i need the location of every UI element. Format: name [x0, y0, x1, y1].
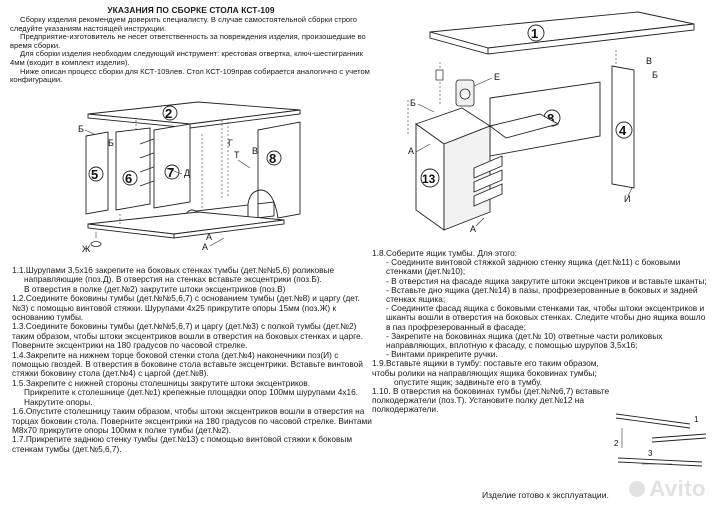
label-8: 8 — [269, 151, 276, 166]
document-title: УКАЗАНИЯ ПО СБОРКЕ СТОЛА КСТ-109 — [107, 5, 275, 15]
step-1-6: 1.6.Опустите столешницу таким образом, ч… — [12, 406, 372, 435]
label-7: 7 — [167, 165, 174, 180]
label-1: 1 — [531, 26, 538, 41]
avito-watermark: Avito — [629, 476, 706, 502]
part-6 — [115, 127, 151, 211]
label-6: 6 — [125, 171, 132, 186]
intro-paragraph: Предприятие-изготовитель не несет ответс… — [10, 32, 366, 50]
steps-left: 1.1.Шурупами 3,5х16 закрепите на боковых… — [12, 265, 374, 454]
intro-paragraph: Ниже описан процесс сборки для КСТ-109ле… — [10, 66, 370, 85]
intro-block: УКАЗАНИЯ ПО СБОРКЕ СТОЛА КСТ-109 Сборку … — [10, 5, 372, 85]
cabinet-diagram: 2 5 6 7 3 8 Б Б Г Д Ж А А В Т — [78, 101, 301, 254]
label-d: Д — [184, 168, 190, 178]
drawer-insert-diagram: 2 3 1 — [614, 413, 707, 467]
desk-diagram: 1 Е Б 8 4 В Б И 13 А А — [407, 11, 695, 234]
label-t: Т — [234, 150, 240, 160]
label-4: 4 — [619, 123, 627, 138]
label-2: 2 — [165, 106, 172, 121]
intro-paragraph: Сборку изделия рекомендуем доверить спец… — [10, 15, 357, 33]
label-b-right: Б — [652, 70, 658, 80]
step-1-8: 1.8.Соберите ящик тумбы. Для этого: - Со… — [372, 248, 707, 360]
step-1-5: 1.5.Закрепите с нижней стороны столешниц… — [12, 377, 359, 407]
step-1-3: 1.3.Соедините боковины тумбы (дет.№№5,6,… — [12, 321, 363, 351]
step-1-1: 1.1.Шурупами 3,5х16 закрепите на боковых… — [12, 265, 335, 294]
step-1-4: 1.4.Закрепите на нижнем торце боковой ст… — [12, 349, 363, 379]
step-1-10: 1.10. В отверстия на боковинах тумбы (де… — [372, 386, 610, 415]
label-5: 5 — [91, 167, 98, 182]
intro-paragraphs: Сборку изделия рекомендуем доверить спец… — [10, 15, 372, 85]
label-b1: Б — [78, 124, 84, 134]
avito-logo-icon — [629, 481, 646, 497]
label-g: Г — [228, 138, 233, 148]
final-note: Изделие готово к эксплуатации. — [482, 490, 609, 500]
step-1-7: 1.7.Прикрепите заднюю стенку тумбы (дет.… — [12, 434, 353, 454]
part-8 — [247, 121, 301, 221]
step-marker-2: 2 — [614, 439, 619, 448]
label-a1: А — [202, 242, 208, 252]
label-8r: 8 — [547, 111, 554, 126]
label-zh: Ж — [82, 244, 91, 254]
steps-right: 1.8.Соберите ящик тумбы. Для этого: - Со… — [372, 248, 712, 415]
label-a1-right: А — [408, 146, 414, 156]
step-1-9: 1.9.Вставьте ящики в тумбу: поставьте ег… — [372, 358, 599, 387]
step-marker-3: 3 — [648, 449, 653, 458]
label-v: В — [252, 146, 258, 156]
intro-paragraph: Для сборки изделия необходим следующий и… — [10, 49, 363, 67]
label-e: Е — [494, 72, 500, 82]
step-marker-1: 1 — [694, 415, 699, 424]
label-b: Б — [410, 98, 416, 108]
step-1-2: 1.2.Соедините боковины тумбы (дет.№№5,6,… — [12, 293, 360, 323]
label-v-right: В — [646, 56, 652, 66]
label-b2: Б — [108, 138, 114, 148]
label-13: 13 — [422, 172, 436, 186]
label-i: И — [624, 194, 630, 204]
label-a2-right: А — [470, 224, 476, 234]
label-a2: А — [206, 232, 212, 242]
